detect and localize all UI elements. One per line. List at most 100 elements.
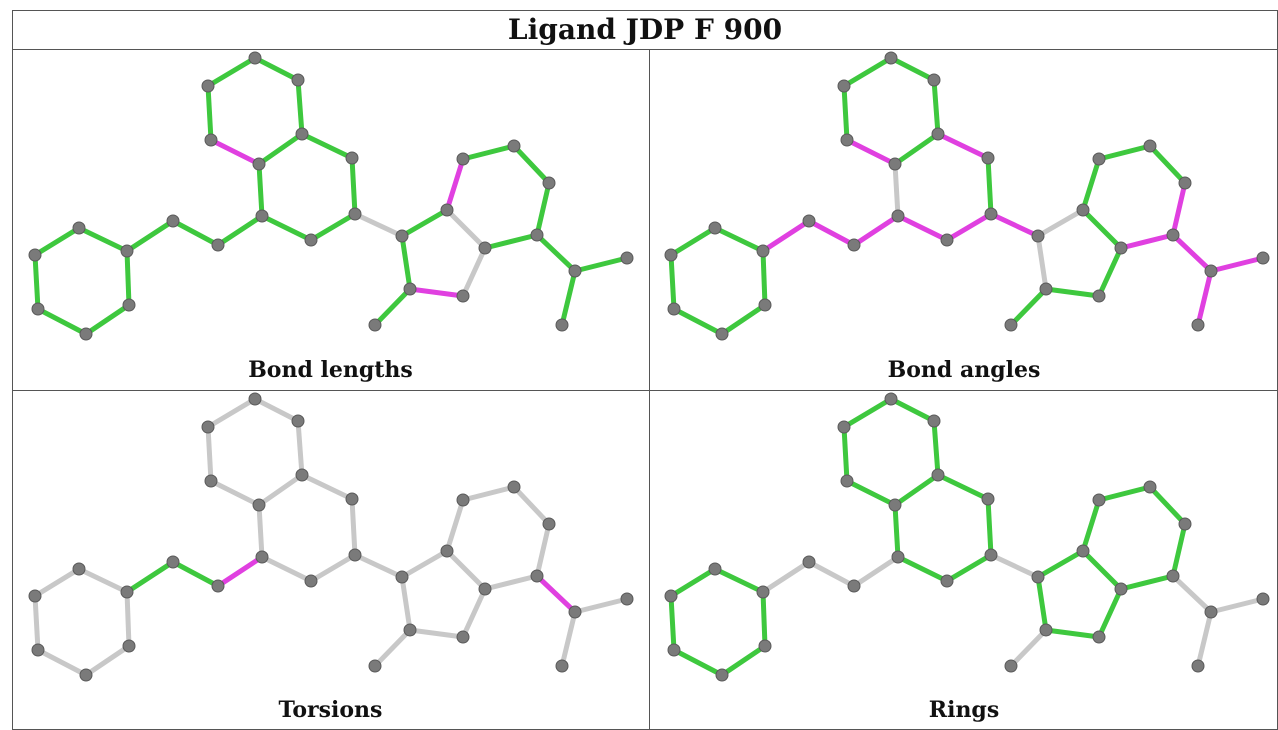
bond [668, 252, 677, 312]
atom [758, 298, 772, 312]
atom [664, 248, 678, 262]
molecule-bond-lengths [28, 51, 634, 341]
atom [568, 605, 582, 619]
bond [76, 566, 130, 595]
bond [511, 484, 552, 527]
atom [1166, 569, 1180, 583]
atom [927, 414, 941, 428]
atom [395, 570, 409, 584]
bond [295, 77, 305, 137]
bond [299, 472, 355, 502]
atom [28, 248, 42, 262]
atom [715, 327, 729, 341]
atom [1204, 264, 1218, 278]
atom [940, 233, 954, 247]
bond [935, 131, 991, 161]
bond [372, 627, 413, 669]
atom [122, 298, 136, 312]
atom [1114, 582, 1128, 596]
caption-torsions: Torsions [278, 697, 383, 723]
bond [444, 497, 466, 554]
figure-title: Ligand JDP F 900 [12, 10, 1278, 50]
bond [712, 225, 766, 254]
atom [708, 562, 722, 576]
bond [719, 643, 768, 678]
bond [215, 554, 265, 589]
atom [1039, 282, 1053, 296]
atom [478, 582, 492, 596]
bond [851, 213, 901, 248]
atom [847, 238, 861, 252]
bond [460, 143, 517, 162]
atom [1092, 289, 1106, 303]
bond [719, 302, 768, 337]
bond [460, 586, 488, 640]
bond [482, 232, 540, 251]
bond [32, 225, 82, 258]
atom [891, 209, 905, 223]
bond [892, 472, 941, 508]
bond [1096, 143, 1153, 162]
bond [892, 161, 901, 219]
bond [299, 131, 355, 161]
bond [124, 559, 176, 595]
atom [981, 151, 995, 165]
atom [248, 392, 262, 406]
bond [844, 137, 898, 167]
bond [806, 559, 857, 589]
atom [840, 133, 854, 147]
atom [1178, 517, 1192, 531]
atom [345, 492, 359, 506]
atom [403, 282, 417, 296]
bond [482, 573, 540, 592]
atom [715, 668, 729, 682]
atom [201, 420, 215, 434]
bond [205, 396, 258, 430]
atom [1178, 176, 1192, 190]
atom [758, 639, 772, 653]
atom [888, 498, 902, 512]
atom [201, 79, 215, 93]
atom [1143, 480, 1157, 494]
bond [124, 218, 176, 254]
atom [1256, 251, 1270, 265]
bond [851, 554, 901, 589]
atom [72, 221, 86, 235]
bond [844, 478, 898, 508]
bond [256, 502, 265, 560]
bond [1195, 268, 1214, 328]
bond [83, 302, 132, 337]
atom [456, 152, 470, 166]
bond [988, 211, 1041, 239]
bond [170, 218, 221, 248]
atom [1191, 659, 1205, 673]
bond [760, 589, 768, 649]
atom [120, 244, 134, 258]
atom [981, 492, 995, 506]
panel-torsions: Torsions [12, 391, 649, 725]
atom [456, 289, 470, 303]
bond [352, 211, 405, 239]
bond [444, 548, 488, 592]
atom [252, 157, 266, 171]
atom [940, 574, 954, 588]
atom [620, 592, 634, 606]
atom [664, 589, 678, 603]
atom [211, 238, 225, 252]
molecule-bond-angles [664, 51, 1270, 341]
bond [215, 213, 265, 248]
bond [460, 484, 517, 503]
bond [985, 155, 994, 217]
bond [208, 137, 262, 167]
bond [76, 225, 130, 254]
atom [28, 589, 42, 603]
caption-rings: Rings [928, 697, 1000, 723]
bond [895, 213, 950, 243]
bond [1080, 497, 1102, 554]
bond [1195, 609, 1214, 669]
bond [841, 55, 894, 89]
atom [31, 302, 45, 316]
atom [984, 207, 998, 221]
atom [1004, 318, 1018, 332]
bond [352, 552, 405, 580]
